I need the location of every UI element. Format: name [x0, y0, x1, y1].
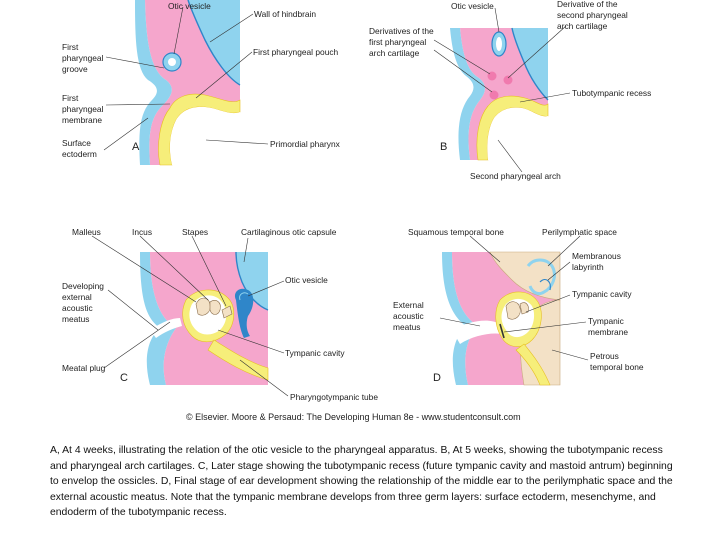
label-incus: Incus: [132, 227, 152, 237]
label-membranous-labyrinth-2: labyrinth: [572, 262, 604, 272]
panel-a-pharynx-lumen: [169, 106, 240, 165]
panel-d-tympanic-membrane: [499, 323, 505, 339]
figure-caption: A, At 4 weeks, illustrating the relation…: [50, 445, 673, 519]
label-first-pharyngeal-membrane-2: pharyngeal: [62, 104, 104, 114]
label-derivative-second-arch-1: Derivative of the: [557, 0, 618, 9]
panel-c-leaders: [91, 235, 289, 397]
label-developing-external-meatus-1: Developing: [62, 281, 104, 291]
label-malleus: Malleus: [72, 227, 101, 237]
panel-letter-d: D: [433, 372, 441, 384]
panel-a-leaders: [103, 6, 269, 151]
panel-d-membranous-labyrinth: [526, 258, 556, 296]
label-cartilaginous-otic-capsule: Cartilaginous otic capsule: [241, 227, 337, 237]
panel-b-arch-cartilages: [487, 71, 513, 100]
label-petrous-temporal-bone-1: Petrous: [590, 351, 619, 361]
label-developing-external-meatus-3: acoustic: [62, 303, 93, 313]
label-tubotympanic-recess: Tubotympanic recess: [572, 88, 651, 98]
label-external-acoustic-meatus-1: External: [393, 300, 424, 310]
label-squamous-temporal-bone: Squamous temporal bone: [408, 227, 504, 237]
panel-c-meatus-white: [150, 318, 182, 338]
panel-d-leaders: [439, 235, 589, 361]
panel-b-pharynx-lumen: [487, 107, 548, 160]
panel-b-hindbrain-wall: [512, 28, 548, 100]
label-derivatives-first-arch-2: first pharyngeal: [369, 37, 426, 47]
panel-a-blue-ectoderm: [135, 0, 172, 165]
panel-letter-a: A: [132, 141, 140, 153]
label-derivative-second-arch-3: arch cartilage: [557, 21, 608, 31]
label-first-pharyngeal-pouch: First pharyngeal pouch: [253, 47, 339, 57]
panel-b: Otic vesicle Derivatives of the first ph…: [369, 0, 651, 181]
label-derivatives-first-arch-3: arch cartilage: [369, 48, 420, 58]
label-tympanic-membrane-2: membrane: [588, 327, 628, 337]
panel-b-leaders: [433, 7, 571, 173]
label-external-acoustic-meatus-2: acoustic: [393, 311, 424, 321]
label-otic-vesicle-b: Otic vesicle: [451, 1, 494, 11]
panel-d-squamous-bone: [489, 251, 561, 301]
label-perilymphatic-space: Perilymphatic space: [542, 227, 617, 237]
label-first-pharyngeal-groove-1: First: [62, 42, 79, 52]
panel-c-ossicles: [195, 297, 233, 319]
label-wall-of-hindbrain: Wall of hindbrain: [254, 9, 316, 19]
label-first-pharyngeal-membrane-3: membrane: [62, 115, 102, 125]
label-developing-external-meatus-2: external: [62, 292, 92, 302]
label-second-pharyngeal-arch: Second pharyngeal arch: [470, 171, 561, 181]
label-surface-ectoderm-2: ectoderm: [62, 149, 97, 159]
label-otic-vesicle-a: Otic vesicle: [168, 1, 211, 11]
panel-a-hindbrain-wall-edge: [187, 0, 241, 86]
label-external-acoustic-meatus-3: meatus: [393, 322, 420, 332]
label-surface-ectoderm-1: Surface: [62, 138, 91, 148]
panel-a-otic-vesicle: [162, 52, 182, 72]
panel-c-blue-ectoderm: [140, 252, 176, 385]
panel-d-ossicles: [505, 301, 529, 320]
label-tympanic-cavity-c: Tympanic cavity: [285, 348, 345, 358]
label-petrous-temporal-bone-2: temporal bone: [590, 362, 644, 372]
label-pharyngotympanic-tube: Pharyngotympanic tube: [290, 392, 378, 402]
panel-c-otic-vesicle: [234, 288, 254, 338]
label-tympanic-membrane-1: Tympanic: [588, 316, 624, 326]
label-derivatives-first-arch-1: Derivatives of the: [369, 26, 434, 36]
label-developing-external-meatus-4: meatus: [62, 314, 89, 324]
label-otic-vesicle-c: Otic vesicle: [285, 275, 328, 285]
panel-d-blue-ectoderm: [442, 252, 478, 385]
panel-letter-c: C: [120, 372, 128, 384]
panel-b-otic-vesicle: [491, 31, 507, 57]
label-membranous-labyrinth-1: Membranous: [572, 251, 621, 261]
label-first-pharyngeal-membrane-1: First: [62, 93, 79, 103]
ear-development-figure: Otic vesicle Wall of hindbrain First pha…: [62, 0, 651, 422]
label-first-pharyngeal-groove-3: groove: [62, 64, 88, 74]
label-meatal-plug: Meatal plug: [62, 363, 106, 373]
panel-d-tube-yellow: [515, 343, 551, 386]
panel-c-otic-capsule-edge: [235, 251, 269, 311]
panel-a: Otic vesicle Wall of hindbrain First pha…: [62, 0, 341, 166]
label-tympanic-cavity-d: Tympanic cavity: [572, 289, 632, 299]
panel-b-blue-ectoderm: [450, 28, 485, 160]
label-stapes: Stapes: [182, 227, 208, 237]
label-primordial-pharynx: Primordial pharynx: [270, 139, 341, 149]
label-first-pharyngeal-groove-2: pharyngeal: [62, 53, 104, 63]
panel-d-meatus-white: [452, 320, 502, 344]
panel-c-otic-capsule-wall: [236, 252, 268, 310]
copyright-notice: © Elsevier. Moore & Persaud: The Develop…: [186, 412, 521, 422]
label-derivative-second-arch-2: second pharyngeal: [557, 10, 628, 20]
panel-letter-b: B: [440, 141, 447, 153]
panel-c: Malleus Incus Stapes Cartilaginous otic …: [62, 227, 378, 402]
panel-a-hindbrain-wall: [188, 0, 240, 85]
panel-b-hindbrain-wall-edge: [511, 27, 549, 101]
panel-d: Squamous temporal bone Perilymphatic spa…: [393, 227, 644, 386]
